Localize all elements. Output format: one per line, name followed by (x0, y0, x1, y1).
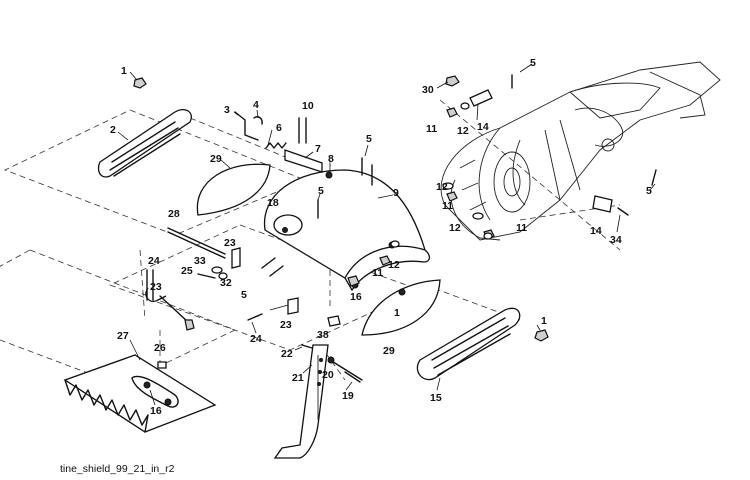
callout-25: 25 (181, 265, 193, 277)
rod-28 (167, 227, 226, 259)
callout-23: 23 (224, 237, 236, 249)
callout-34: 34 (610, 234, 622, 246)
callout-16: 16 (150, 405, 162, 417)
callout-24: 24 (148, 255, 160, 267)
diagram-caption: tine_shield_99_21_in_r2 (60, 463, 175, 475)
callout-1: 1 (541, 315, 547, 327)
callout-10: 10 (302, 100, 314, 112)
callout-11: 11 (442, 200, 453, 212)
callout-20: 20 (322, 369, 334, 381)
callout-5: 5 (318, 185, 324, 197)
callout-29: 29 (383, 345, 395, 357)
side-plate-left (97, 108, 192, 178)
tine-shield-hood (263, 169, 431, 292)
callout-5: 5 (646, 185, 652, 197)
flap-upper (196, 163, 271, 216)
callout-11: 11 (426, 123, 437, 135)
flap-lower (361, 279, 441, 336)
callout-24: 24 (250, 333, 262, 345)
callout-38: 38 (317, 329, 329, 341)
callout-7: 7 (315, 143, 321, 155)
side-plate-right (416, 307, 521, 381)
callout-12: 12 (388, 259, 400, 271)
callout-21: 21 (292, 372, 304, 384)
callout-11: 11 (372, 267, 383, 279)
callout-23: 23 (280, 319, 292, 331)
callout-6: 6 (276, 122, 282, 134)
callout-12: 12 (436, 181, 448, 193)
depth-plate (63, 354, 217, 433)
callout-11: 11 (516, 222, 527, 234)
callout-5: 5 (241, 289, 247, 301)
callout-4: 4 (253, 99, 259, 111)
callout-32: 32 (220, 277, 232, 289)
callout-14: 14 (477, 121, 489, 133)
callout-19: 19 (342, 390, 354, 402)
depth-stake (273, 344, 329, 459)
callout-5: 5 (366, 133, 372, 145)
callout-26: 26 (154, 342, 166, 354)
callout-33: 33 (194, 255, 206, 267)
callout-5: 5 (530, 57, 536, 69)
callout-15: 15 (430, 392, 442, 404)
callout-8: 8 (328, 153, 334, 165)
pin-19 (329, 359, 363, 383)
callout-12: 12 (457, 125, 469, 137)
callout-labels: 1 1 1 2 3 4 5 5 5 5 5 6 7 8 9 10 11 11 1… (110, 57, 652, 417)
callout-16: 16 (350, 291, 362, 303)
callout-1: 1 (394, 307, 400, 319)
callout-22: 22 (281, 348, 293, 360)
callout-27: 27 (117, 330, 129, 342)
callout-23: 23 (150, 281, 162, 293)
callout-3: 3 (224, 104, 230, 116)
callout-9: 9 (393, 187, 399, 199)
callout-1: 1 (121, 65, 127, 77)
callout-18: 18 (267, 197, 279, 209)
callout-leaders (117, 63, 656, 406)
hardware (133, 74, 657, 369)
tiller-transmission-frame (440, 61, 721, 241)
callout-30: 30 (422, 84, 434, 96)
callout-29: 29 (210, 153, 222, 165)
callout-12: 12 (449, 222, 461, 234)
callout-14: 14 (590, 225, 602, 237)
callout-28: 28 (168, 208, 180, 220)
callout-2: 2 (110, 124, 116, 136)
